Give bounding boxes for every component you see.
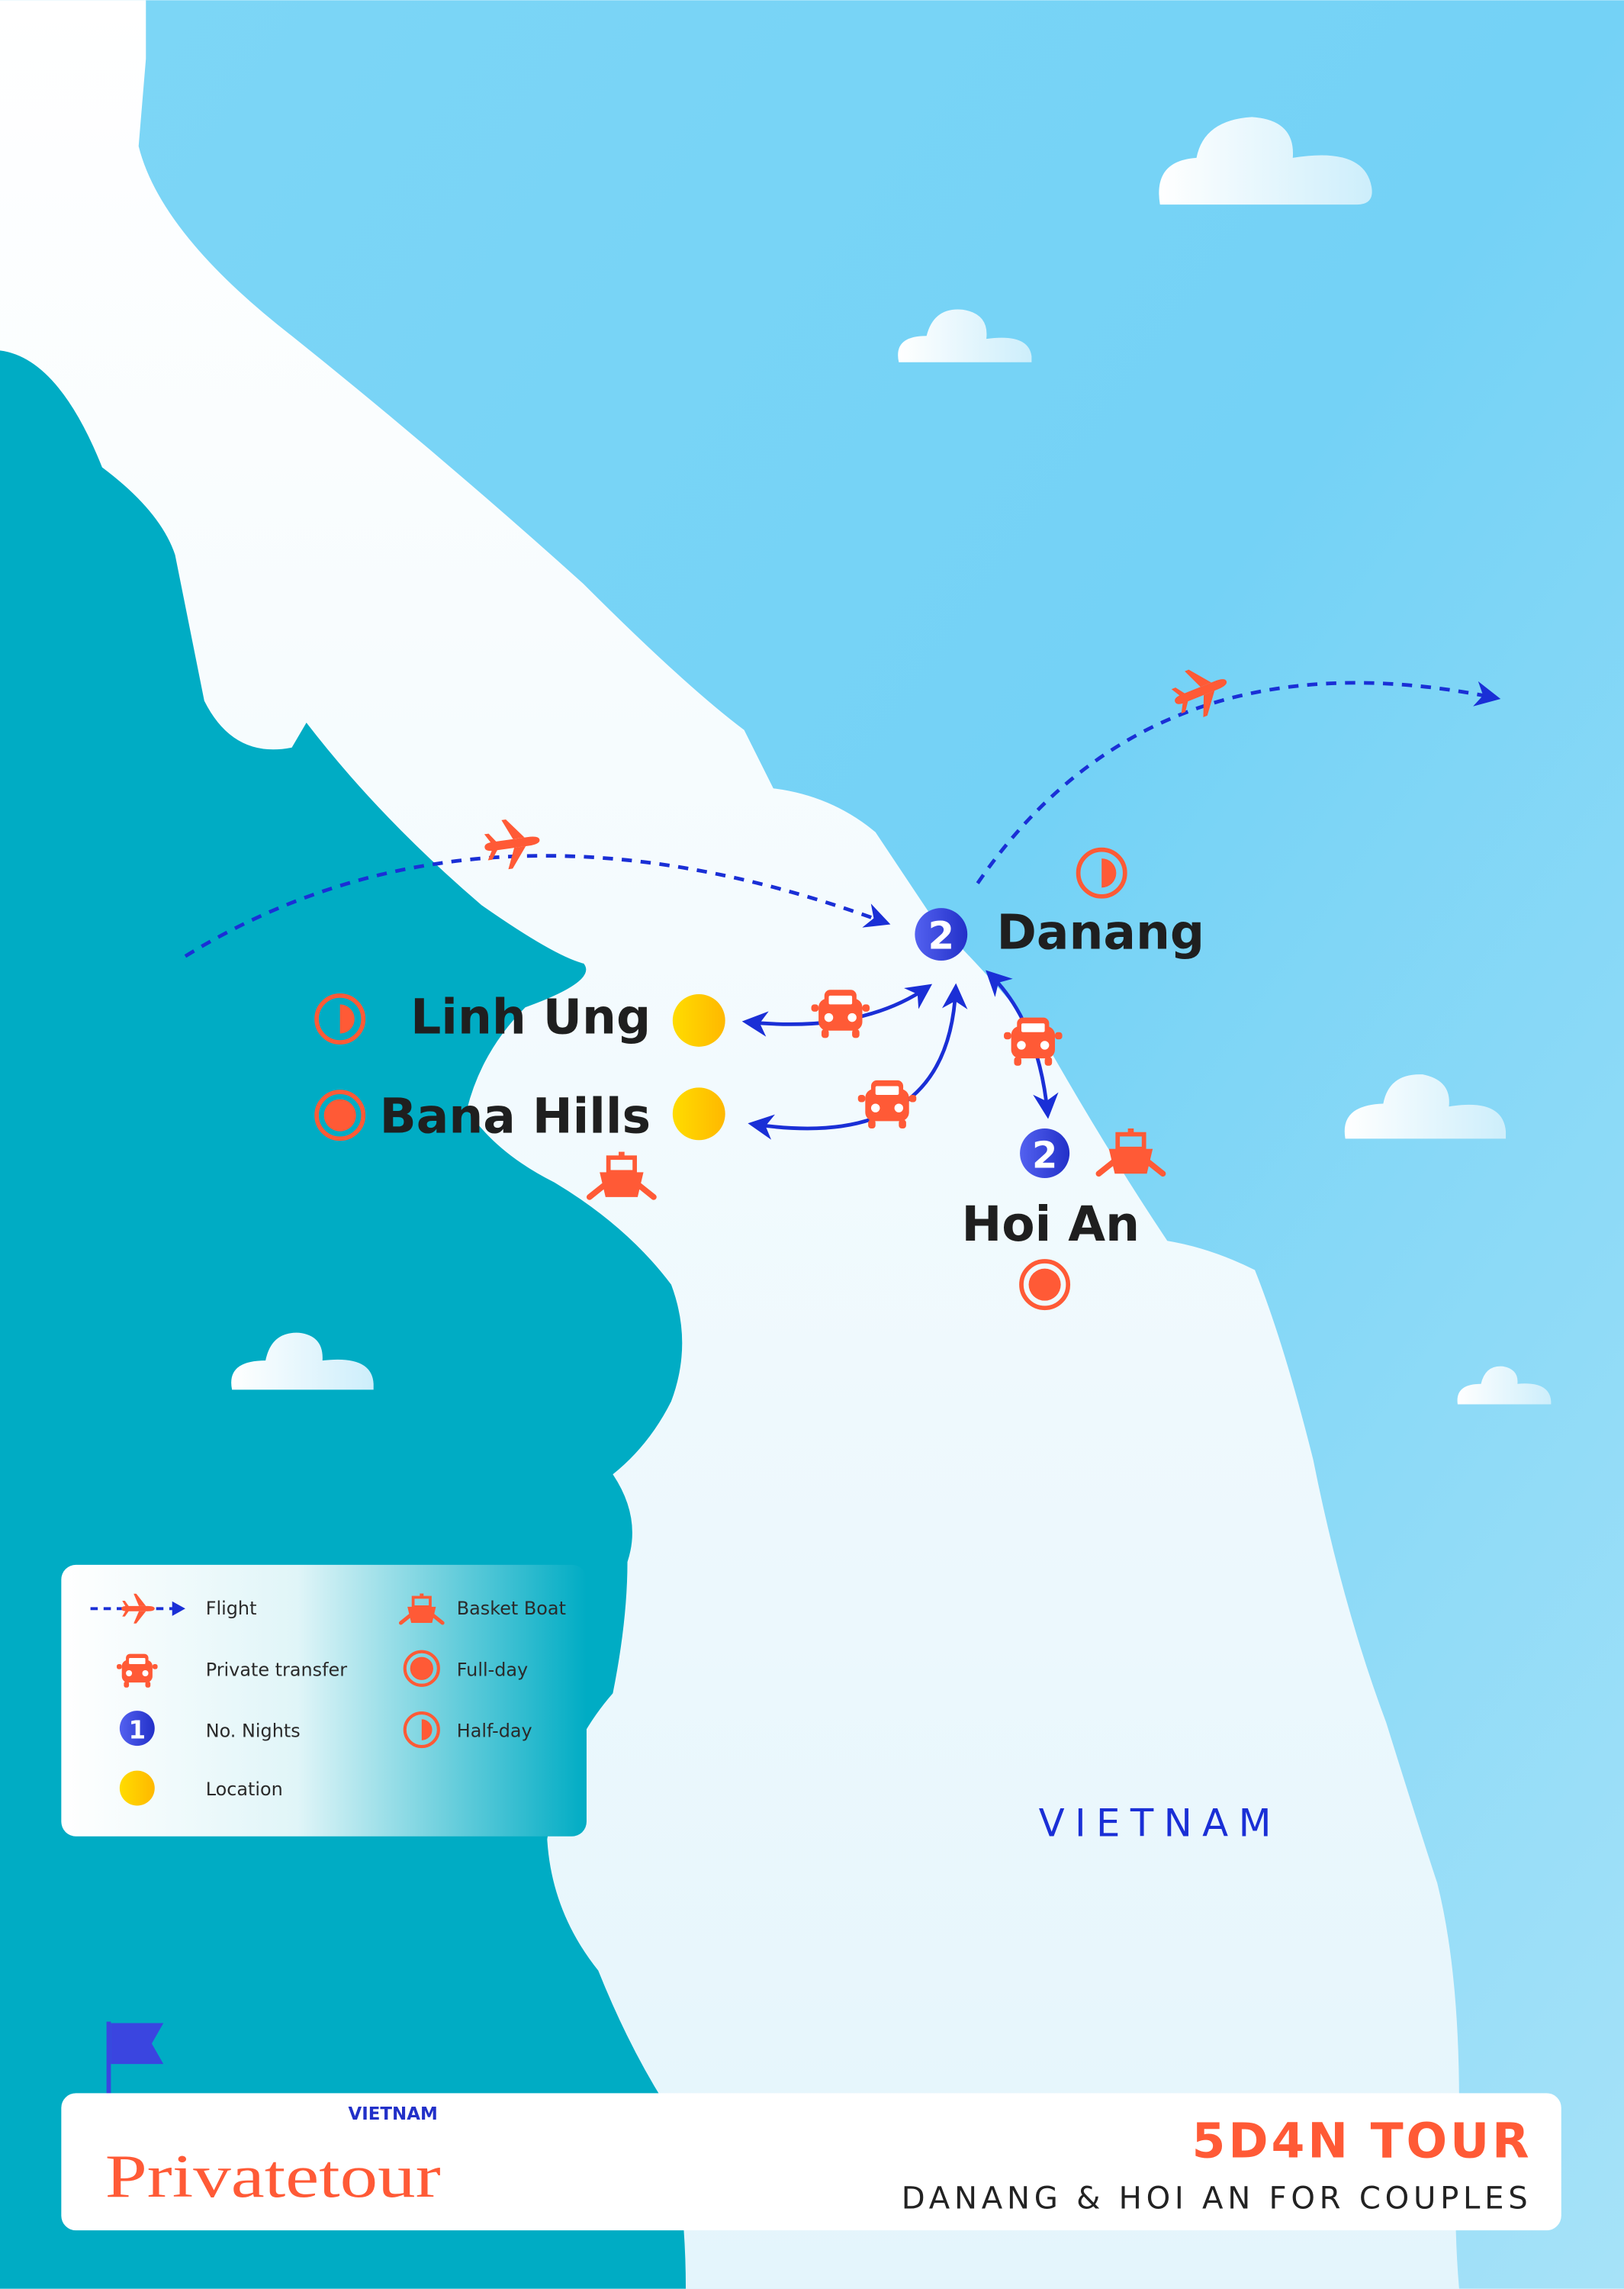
tour-title: 5D4N TOUR [1192, 2113, 1532, 2169]
danang-nights: 2 [928, 914, 954, 958]
location-dot-icon[interactable] [672, 1087, 725, 1141]
country-label: VIETNAM [1039, 1801, 1282, 1846]
location-dot-icon [119, 1770, 155, 1806]
nights-badge-icon [915, 908, 968, 961]
flight-route-outbound [976, 681, 1501, 884]
location-label-linh-ung[interactable]: Linh Ung [410, 989, 651, 1045]
nights-badge-icon [1020, 1128, 1070, 1178]
legend-label: Location [206, 1779, 283, 1800]
flight-route-inbound [184, 854, 891, 958]
legend-label: Basket Boat [457, 1598, 566, 1619]
legend-label: Flight [206, 1598, 257, 1619]
legend-nights-sample: 1 [128, 1716, 146, 1745]
location-dot-icon[interactable] [672, 993, 725, 1047]
logo[interactable]: Privatetour [105, 2143, 441, 2210]
legend-label: Private transfer [206, 1659, 348, 1680]
tour-subtitle: DANANG & HOI AN FOR COUPLES [902, 2181, 1532, 2216]
legend-label: No. Nights [206, 1721, 301, 1742]
cloud [231, 117, 1552, 1405]
logo-sub: VIETNAM [348, 2104, 437, 2124]
nights-badge-icon [119, 1711, 155, 1747]
hoi-an-nights: 2 [1032, 1135, 1057, 1177]
location-label-hoi-an[interactable]: Hoi An [961, 1196, 1140, 1252]
footer-banner: VIETNAM Privatetour 5D4N TOUR DANANG & H… [61, 2093, 1561, 2231]
flag-icon [106, 2021, 164, 2095]
location-label-bana-hills[interactable]: Bana Hills [380, 1088, 651, 1144]
legend-label: Half-day [457, 1721, 532, 1742]
legend-label: Full-day [457, 1659, 528, 1680]
legend: Flight Private transfer 1 No. Nights Loc… [61, 1564, 587, 1837]
location-label-danang[interactable]: Danang [996, 904, 1204, 961]
